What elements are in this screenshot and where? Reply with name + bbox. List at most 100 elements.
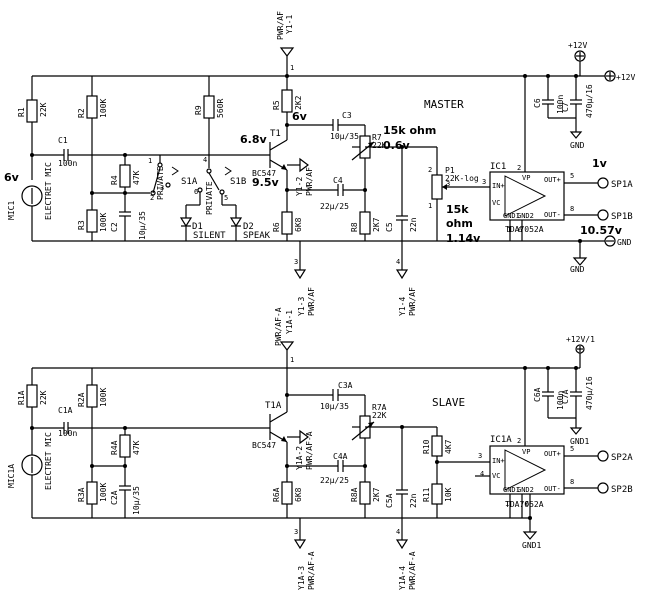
svg-text:Y1-3: Y1-3 xyxy=(297,297,306,316)
svg-text:1: 1 xyxy=(148,157,152,165)
svg-text:R2: R2 xyxy=(77,108,86,118)
svg-text:47K: 47K xyxy=(132,170,141,185)
slave-title: SLAVE xyxy=(432,396,465,409)
svg-text:C4A: C4A xyxy=(333,452,348,461)
svg-text:2K2: 2K2 xyxy=(294,95,303,110)
svg-text:C3A: C3A xyxy=(338,381,353,390)
svg-text:1: 1 xyxy=(290,64,294,72)
master-mic: R1 22K MIC1 ELECTRET MIC 6v xyxy=(4,76,53,241)
svg-text:6v: 6v xyxy=(292,110,308,123)
svg-text:22µ/25: 22µ/25 xyxy=(320,476,349,485)
slave-c6a-c7a: C6A 100n C7A 470µ/16 GND1 xyxy=(533,366,594,446)
svg-text:C6: C6 xyxy=(533,98,542,108)
master-r7-r8: R7 22K R8 2K7 15k ohm 0.6v xyxy=(350,124,436,241)
svg-text:R7A: R7A xyxy=(372,403,387,412)
svg-text:R2A: R2A xyxy=(77,392,86,407)
master-r5: PWR/AF Y1-1 1 R5 2K2 6v xyxy=(272,11,308,127)
svg-text:C6A: C6A xyxy=(533,387,542,402)
svg-text:3: 3 xyxy=(478,452,482,460)
svg-text:10µ/35: 10µ/35 xyxy=(138,211,147,240)
svg-text:GND: GND xyxy=(617,238,632,247)
master-sp1a: SP1A 1v xyxy=(592,157,633,190)
slave-conn-y1a-4: 4 Y1A-4 PWR/AF-A xyxy=(395,518,417,590)
master-conn-y1-4: 4 Y1-4 PWR/AF xyxy=(395,241,417,316)
svg-text:3: 3 xyxy=(482,178,486,186)
svg-text:R7: R7 xyxy=(372,133,382,142)
svg-text:100n: 100n xyxy=(58,159,77,168)
svg-text:SILENT: SILENT xyxy=(193,231,226,241)
slave-transistor-t1a: T1A BC547 xyxy=(252,395,288,482)
master-c6-c7: C6 100n C7 470µ/16 GND xyxy=(533,74,594,150)
svg-text:2: 2 xyxy=(150,194,154,202)
svg-text:IC1: IC1 xyxy=(490,162,506,172)
slave-section: +12V/1 R1A 22K MIC1A ELECTRET MIC C1A 10… xyxy=(7,307,633,590)
svg-text:OUT+: OUT+ xyxy=(544,176,561,184)
svg-text:3: 3 xyxy=(294,258,298,266)
svg-text:+12V/1: +12V/1 xyxy=(566,335,595,344)
svg-text:C7: C7 xyxy=(561,102,570,112)
svg-text:22n: 22n xyxy=(409,217,418,232)
svg-text:VP: VP xyxy=(522,448,530,456)
master-transistor-t1: T1 BC547 6.8v 9.5v xyxy=(240,125,288,212)
master-c3: C3 10µ/35 xyxy=(287,111,366,141)
svg-text:R9: R9 xyxy=(194,105,203,115)
svg-text:PWR/AF-A: PWR/AF-A xyxy=(307,551,316,590)
master-r6: R6 6K8 xyxy=(272,188,303,241)
svg-text:R6: R6 xyxy=(272,222,281,232)
master-switch-s1a: 1 3 2 PRIVATE S1A xyxy=(125,155,198,202)
svg-text:R3A: R3A xyxy=(77,487,86,502)
svg-text:2: 2 xyxy=(517,164,521,172)
svg-text:C4: C4 xyxy=(333,176,343,185)
svg-text:R8: R8 xyxy=(350,222,359,232)
svg-text:6K8: 6K8 xyxy=(294,217,303,232)
svg-text:SP2A: SP2A xyxy=(611,453,633,463)
svg-text:C2A: C2A xyxy=(110,490,119,505)
svg-text:5: 5 xyxy=(570,445,574,453)
svg-text:ELECTRET MIC: ELECTRET MIC xyxy=(44,432,53,490)
svg-text:3: 3 xyxy=(446,180,450,188)
master-r1 xyxy=(26,99,38,123)
svg-text:GND1: GND1 xyxy=(503,212,520,220)
svg-text:+12V: +12V xyxy=(568,41,587,50)
svg-text:R3: R3 xyxy=(77,220,86,230)
svg-text:Y1A-3: Y1A-3 xyxy=(297,566,306,590)
svg-text:SP2B: SP2B xyxy=(611,485,633,495)
svg-text:470µ/16: 470µ/16 xyxy=(585,376,594,410)
svg-text:6: 6 xyxy=(518,226,522,234)
slave-mic: R1A 22K MIC1A ELECTRET MIC xyxy=(7,368,53,518)
master-ic1: IC1 TDA7052A IN+ VC VP OUT+ OUT- GND1 GN… xyxy=(482,74,598,241)
svg-text:22K: 22K xyxy=(372,411,387,420)
svg-text:1: 1 xyxy=(290,356,294,364)
svg-text:PWR/AF-A: PWR/AF-A xyxy=(408,551,417,590)
master-c1: C1 100n xyxy=(32,136,270,168)
svg-text:560R: 560R xyxy=(216,99,225,118)
master-conn-y1-2: Y1-2 PWR/AF xyxy=(287,157,314,196)
slave-sp2a: SP2A xyxy=(597,450,633,463)
svg-text:+12V: +12V xyxy=(616,73,635,82)
svg-text:VC: VC xyxy=(492,472,500,480)
svg-text:GND2: GND2 xyxy=(517,212,534,220)
svg-text:10µ/35: 10µ/35 xyxy=(132,486,141,515)
master-title: MASTER xyxy=(424,98,464,111)
svg-text:R11: R11 xyxy=(422,487,431,502)
svg-text:470µ/16: 470µ/16 xyxy=(585,84,594,118)
svg-text:GND1: GND1 xyxy=(503,486,520,494)
svg-text:BC547: BC547 xyxy=(252,441,276,450)
svg-text:C2: C2 xyxy=(110,222,119,232)
master-vcc-node: +12V +12V xyxy=(568,41,635,82)
svg-text:R1: R1 xyxy=(17,107,26,117)
master-c4: C4 22µ/25 xyxy=(287,176,365,211)
svg-text:6.8v: 6.8v xyxy=(240,133,267,146)
svg-text:4: 4 xyxy=(396,528,400,536)
svg-text:R5: R5 xyxy=(272,100,281,110)
svg-text:C7A: C7A xyxy=(561,389,570,404)
svg-text:22µ/25: 22µ/25 xyxy=(320,202,349,211)
svg-text:47K: 47K xyxy=(132,440,141,455)
slave-vcc-node: +12V/1 xyxy=(566,335,595,368)
svg-text:1.14v: 1.14v xyxy=(446,232,481,245)
svg-text:22K: 22K xyxy=(39,102,48,117)
svg-text:8: 8 xyxy=(570,478,574,486)
svg-text:C3: C3 xyxy=(342,111,352,120)
svg-text:Y1A-1: Y1A-1 xyxy=(285,310,294,334)
